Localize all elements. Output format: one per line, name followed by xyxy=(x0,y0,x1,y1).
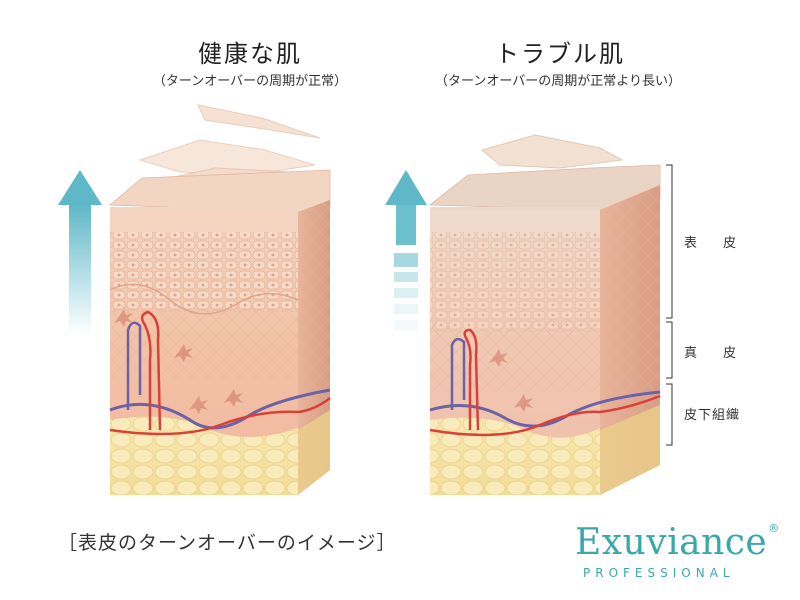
dermis-label: 真皮 xyxy=(684,346,763,361)
turnover-arrow-trouble xyxy=(385,170,427,330)
registered-mark: ® xyxy=(768,522,780,535)
brand-subtitle: PROFESSIONAL xyxy=(583,566,735,580)
brand-logo: Exuviance® xyxy=(575,522,780,563)
turnover-arrow-healthy xyxy=(58,170,102,335)
epidermis-label: 表皮 xyxy=(684,236,763,251)
healthy-skin-title: 健康な肌 xyxy=(198,40,302,68)
brand-name: Exuviance xyxy=(575,522,768,563)
trouble-skin-title: トラブル肌 xyxy=(495,40,625,68)
caption: ［表皮のターンオーバーのイメージ］ xyxy=(58,532,397,554)
layer-brackets xyxy=(666,164,673,446)
trouble-skin-block xyxy=(428,134,661,495)
subcutaneous-label: 皮下組織 xyxy=(684,408,741,423)
healthy-skin-subtitle: （ターンオーバーの周期が正常） xyxy=(152,74,348,89)
healthy-skin-block xyxy=(108,104,331,495)
trouble-skin-subtitle: （ターンオーバーの周期が正常より長い） xyxy=(435,74,681,89)
